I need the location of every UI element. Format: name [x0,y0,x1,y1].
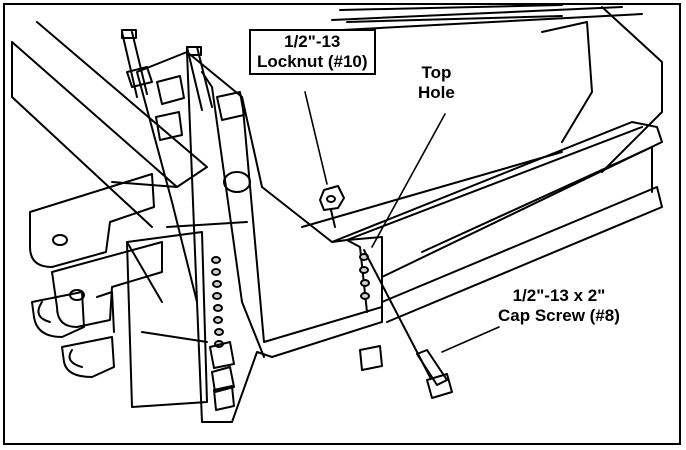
hitch-clevis-plates [29,173,163,378]
illustration-frame: 1/2"-13 Locknut (#10) Top Hole 1/2"-13 x… [3,3,681,445]
cap-screw-callout-line2: Cap Screw (#8) [498,306,620,325]
cap-screw-callout: 1/2"-13 x 2" Cap Screw (#8) [498,286,620,326]
locknut [319,185,345,228]
top-hole-callout-line1: Top [421,63,452,82]
support-arm [301,121,663,323]
locknut-callout: 1/2"-13 Locknut (#10) [249,29,376,75]
frame-tube [11,21,208,228]
assembly-drawing [11,5,663,423]
leader-lines [304,91,500,353]
locknut-callout-line2: Locknut (#10) [257,52,368,71]
lower-tube [126,221,248,408]
top-hole-callout-line2: Hole [418,83,455,102]
bracket-holes [211,253,370,348]
top-hole-callout: Top Hole [418,63,455,103]
locknut-callout-line1: 1/2"-13 [284,32,341,51]
cap-screw [363,249,453,399]
cap-screw-callout-line1: 1/2"-13 x 2" [512,286,606,305]
upper-frame-rail [331,5,663,173]
mount-bracket [136,51,383,423]
bolts-nuts [121,29,383,411]
